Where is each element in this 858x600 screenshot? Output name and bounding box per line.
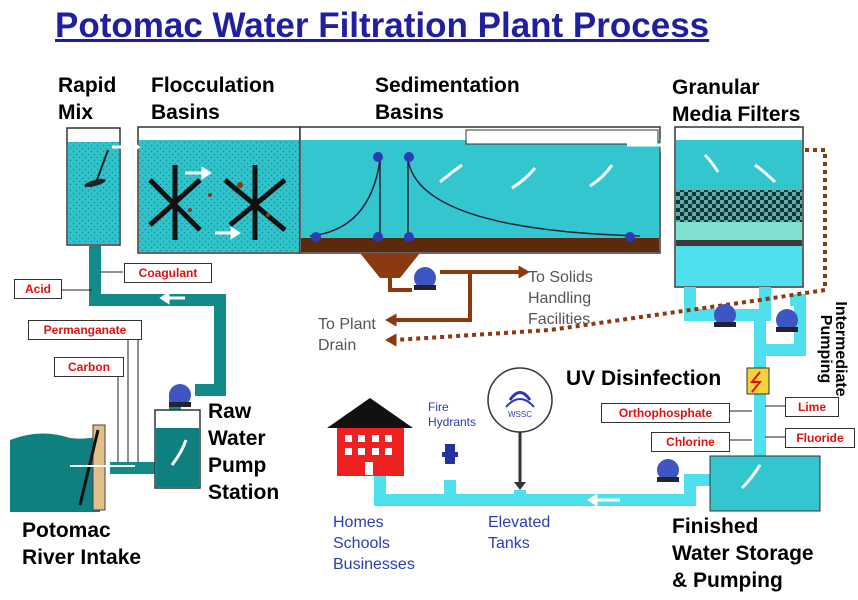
raw-water-wet-well [154, 409, 201, 489]
chem-orthophosphate: Orthophosphate [601, 403, 730, 423]
pump-sludge [414, 267, 436, 290]
label-rapid-mix-line1: Rapid [58, 74, 117, 97]
label-intermediate-text: Intermediate Pumping [817, 301, 849, 397]
chem-acid: Acid [14, 279, 62, 299]
label-fire-hydrants: Fire Hydrants [428, 400, 476, 430]
label-to-solids: To Solids Handling Facilities [528, 267, 593, 330]
flow-arrows-sedimentation [439, 163, 614, 190]
wssc-logo-text: WSSC [508, 410, 532, 419]
label-to-plant-drain: To Plant Drain [318, 314, 376, 356]
label-raw-pump-line1: Raw [208, 400, 252, 423]
label-tanks-line1: Elevated [488, 514, 551, 531]
label-consumers: Homes Schools Businesses [333, 512, 415, 575]
label-uv-disinfection: UV Disinfection [566, 367, 722, 390]
label-finished-line1: Finished [672, 515, 759, 538]
chem-carbon: Carbon [54, 357, 124, 377]
label-hydrants-line1: Fire [428, 400, 449, 414]
chem-coagulant: Coagulant [124, 263, 212, 283]
label-drain-line2: Drain [318, 337, 357, 354]
label-sedimentation-line1: Sedimentation [375, 74, 520, 97]
label-flocculation-line1: Flocculation [151, 74, 275, 97]
chem-permanganate: Permanganate [28, 320, 142, 340]
house [327, 398, 413, 476]
label-solids-line2: Handling [528, 290, 592, 307]
chemical-feed-lines [60, 271, 785, 462]
label-drain-line1: To Plant [318, 316, 376, 333]
label-intermediate-pumping: Intermediate Pumping [817, 294, 849, 404]
label-rapid-mix-line2: Mix [58, 101, 94, 124]
label-sedimentation: Sedimentation Basins [375, 72, 520, 126]
page-title: Potomac Water Filtration Plant Process [55, 6, 710, 45]
label-intake-line1: Potomac [22, 519, 111, 542]
label-consumers-line3: Businesses [333, 556, 415, 573]
label-hydrants-line2: Hydrants [428, 415, 477, 429]
uv-reactor [746, 367, 770, 395]
label-consumers-line1: Homes [333, 514, 384, 531]
label-raw-pump-line3: Pump [208, 454, 267, 477]
pump-intermediate-1 [714, 304, 736, 327]
label-finished-line2: Water Storage [672, 542, 814, 565]
pump-finished [657, 459, 679, 482]
fire-hydrant [442, 444, 458, 464]
label-raw-pump-line4: Station [208, 481, 280, 504]
label-sedimentation-line2: Basins [375, 101, 444, 124]
granular-media-filter [674, 126, 804, 288]
label-filters: Granular Media Filters [672, 74, 800, 128]
label-tanks-line2: Tanks [488, 535, 530, 552]
label-finished-water: Finished Water Storage & Pumping [672, 513, 814, 594]
label-filters-line2: Media Filters [672, 103, 801, 126]
paddle-wheel-left [148, 165, 202, 240]
finished-water-storage [709, 455, 821, 512]
paddle-wheel-right [223, 165, 287, 240]
pump-intermediate-2 [776, 309, 798, 332]
drain-arrows [384, 265, 531, 347]
label-finished-line3: & Pumping [672, 569, 783, 592]
chem-lime: Lime [785, 397, 839, 417]
rapid-mix-tank [66, 127, 121, 246]
label-river-intake: Potomac River Intake [22, 517, 141, 571]
label-flocculation: Flocculation Basins [151, 72, 275, 126]
label-rapid-mix: Rapid Mix [58, 72, 116, 126]
label-solids-line1: To Solids [528, 269, 593, 286]
label-consumers-line2: Schools [333, 535, 390, 552]
label-raw-pump-line2: Water [208, 427, 266, 450]
label-solids-line3: Facilities [528, 311, 591, 328]
flow-arrows [112, 138, 671, 507]
river [10, 424, 135, 512]
sedimentation-basin [299, 126, 661, 278]
chem-fluoride: Fluoride [785, 428, 855, 448]
sludge-pipes [388, 270, 520, 322]
chem-chlorine: Chlorine [651, 432, 730, 452]
label-raw-water-pump: Raw Water Pump Station [208, 398, 279, 506]
label-filters-line1: Granular [672, 76, 760, 99]
backwash-dotted-line [394, 148, 827, 342]
label-flocculation-line2: Basins [151, 101, 220, 124]
pump-raw-water [169, 384, 191, 407]
label-elevated-tanks: Elevated Tanks [488, 512, 550, 554]
label-intake-line2: River Intake [22, 546, 142, 569]
elevated-tank [487, 367, 553, 490]
